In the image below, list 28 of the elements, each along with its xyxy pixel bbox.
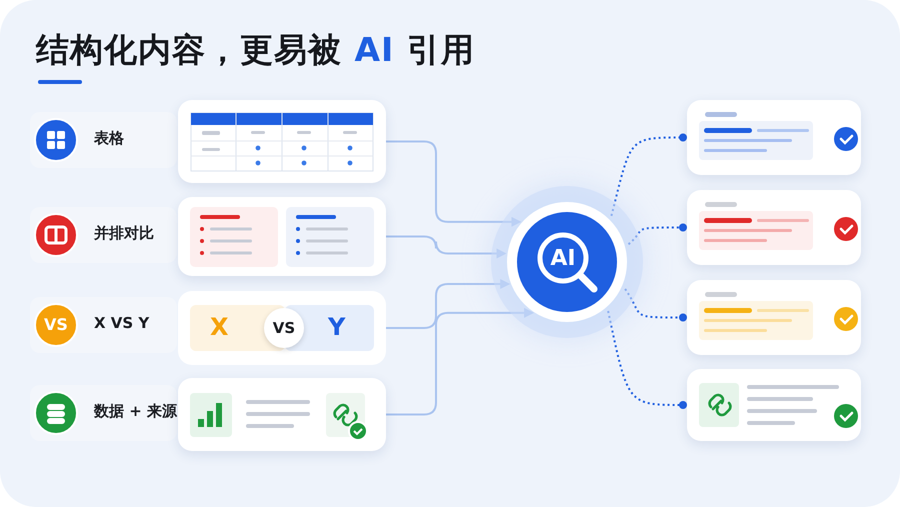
dotted-connector [624,288,687,322]
result-card [687,190,861,265]
arrow [386,279,510,329]
x-label: X [210,313,229,341]
arrow [386,308,534,416]
arrow [386,236,507,258]
result-card [687,280,861,355]
icon-circle: VS [34,303,78,347]
content-card [178,291,386,365]
label-pill [30,297,177,353]
item-label: 数据 + 来源 [94,402,178,421]
label-pill [30,112,177,168]
label-pill [30,207,177,263]
item-label: X VS Y [94,314,150,332]
item-label: 表格 [94,129,124,148]
content-card [178,197,386,276]
title: 结构化内容，更易被 AI 引用 [36,29,475,71]
result-card [687,369,861,441]
dotted-connector [628,224,687,246]
arrow [386,140,522,227]
dotted-connector [607,310,687,409]
y-label: Y [328,313,346,341]
item-label: 并排对比 [94,224,154,243]
label-pill [30,385,177,441]
content-card [178,378,386,451]
dotted-connector [610,134,687,216]
content-card [178,100,386,183]
result-card [687,100,861,175]
